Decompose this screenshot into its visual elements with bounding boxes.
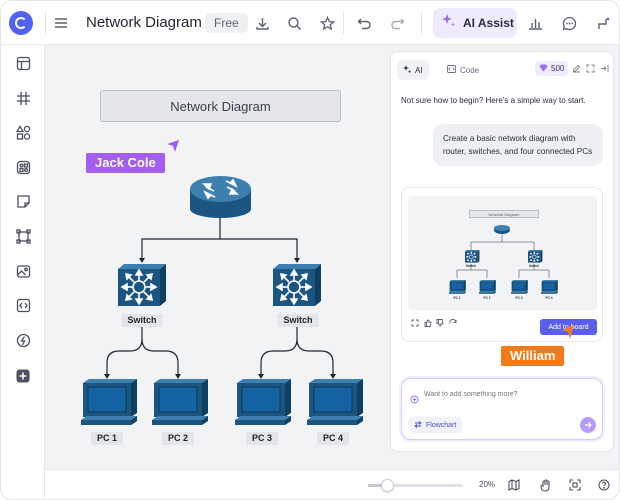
pc3-node[interactable] [234, 378, 292, 426]
download-icon[interactable] [251, 12, 273, 34]
preview-switch-label: Switch [465, 264, 477, 268]
preview-diagram [448, 225, 558, 294]
map-icon[interactable] [507, 478, 521, 492]
hand-icon[interactable] [539, 478, 553, 492]
collaborator-cursor-jack: Jack Cole [86, 153, 165, 173]
chat-icon[interactable] [558, 12, 580, 34]
menu-icon[interactable] [50, 12, 72, 34]
plan-badge: Free [205, 13, 248, 33]
credits-badge: 500 [535, 61, 569, 76]
zoom-slider-handle[interactable] [380, 479, 394, 492]
fit-screen-icon[interactable] [568, 478, 582, 492]
pc4-node[interactable] [306, 378, 364, 426]
preview-switch-label: Switch [528, 264, 540, 268]
app-logo-icon[interactable] [9, 11, 33, 35]
switch-left-label: Switch [121, 314, 163, 327]
preview-pc-label: PC 4 [545, 296, 553, 300]
edit-icon[interactable] [570, 62, 582, 74]
top-toolbar: Network Diagram Free AI Assist [1, 1, 619, 45]
star-icon[interactable] [316, 12, 338, 34]
divider [343, 12, 344, 34]
ai-assist-panel: AI Code 500 Not sure how to begin? Here'… [390, 51, 614, 452]
pc2-node[interactable] [151, 378, 209, 426]
zoom-slider-fill [368, 484, 387, 487]
sticky-note-icon[interactable] [13, 191, 33, 211]
image-frame-icon[interactable] [13, 226, 33, 246]
thumbs-down-icon[interactable] [435, 318, 445, 328]
jack-cursor-icon [167, 140, 179, 152]
tab-ai[interactable]: AI [397, 60, 429, 80]
components-icon[interactable] [13, 157, 33, 177]
generated-preview-card: Network Diagram Switch [401, 187, 603, 342]
pc3-label: PC 3 [245, 432, 279, 445]
zoom-slider[interactable] [368, 479, 463, 492]
intro-text: Not sure how to begin? Here's a simple w… [401, 96, 586, 105]
pc1-label: PC 1 [90, 432, 124, 445]
template-icon[interactable] [13, 53, 33, 73]
shapes-icon[interactable] [13, 122, 33, 142]
connector-lines [106, 215, 334, 374]
pc1-node[interactable] [80, 378, 138, 426]
divider [45, 12, 46, 34]
swap-icon [414, 420, 422, 430]
switch-left-node[interactable] [117, 263, 167, 307]
thumbs-up-icon[interactable] [423, 318, 433, 328]
plugin-icon[interactable] [13, 330, 33, 350]
arrowheads [104, 258, 336, 379]
chart-icon[interactable] [524, 12, 546, 34]
divider [421, 12, 422, 34]
regenerate-icon[interactable] [448, 318, 458, 328]
prompt-input-box[interactable]: Flowchart [401, 378, 603, 440]
credits-value: 500 [551, 64, 565, 73]
switch-right-label: Switch [277, 314, 319, 327]
router-node[interactable] [190, 176, 251, 218]
add-to-board-button[interactable]: Add to board [540, 319, 597, 335]
help-icon[interactable] [597, 478, 611, 492]
photo-icon[interactable] [13, 261, 33, 281]
flowchart-chip-label: Flowchart [426, 421, 457, 429]
william-cursor-icon [562, 325, 574, 339]
document-title[interactable]: Network Diagram [86, 14, 202, 31]
diagram-title-shape[interactable]: Network Diagram [100, 90, 341, 122]
ai-assist-label: AI Assist [463, 16, 514, 30]
add-icon[interactable] [13, 366, 33, 386]
prompt-input[interactable] [424, 391, 584, 398]
expand-icon[interactable] [584, 62, 596, 74]
send-button[interactable] [580, 417, 596, 433]
undo-icon[interactable] [353, 12, 375, 34]
switch-right-node[interactable] [272, 263, 322, 307]
preview-pc-label: PC 2 [483, 296, 491, 300]
diagram-preview[interactable]: Network Diagram Switch [408, 196, 597, 310]
preview-pc-label: PC 3 [515, 296, 523, 300]
collaborator-cursor-william: William [501, 346, 565, 366]
redo-icon[interactable] [386, 12, 408, 34]
frame-grid-icon[interactable] [13, 88, 33, 108]
flowchart-chip[interactable]: Flowchart [408, 417, 463, 433]
code-icon [447, 65, 456, 75]
sparkle-icon [441, 13, 457, 34]
pc2-label: PC 2 [161, 432, 195, 445]
connector-icon[interactable] [592, 12, 614, 34]
ai-assist-button[interactable]: AI Assist [433, 8, 517, 38]
left-toolbar [1, 45, 45, 499]
zoom-value: 20% [479, 480, 496, 489]
sparkle-icon [403, 65, 411, 75]
tab-code-label: Code [460, 65, 480, 75]
collapse-panel-icon[interactable] [598, 62, 610, 74]
pc4-label: PC 4 [316, 432, 350, 445]
code-block-icon[interactable] [13, 295, 33, 315]
ai-input-icon [410, 391, 419, 409]
search-icon[interactable] [283, 12, 305, 34]
user-prompt-bubble: Create a basic network diagram with rout… [433, 124, 603, 166]
tab-ai-label: AI [415, 65, 423, 75]
preview-pc-label: PC 1 [453, 296, 461, 300]
fullscreen-icon[interactable] [410, 318, 420, 328]
bottom-toolbar: 20% [45, 469, 619, 499]
gem-icon [539, 64, 548, 74]
tab-code[interactable]: Code [441, 60, 485, 80]
preview-title: Network Diagram [469, 210, 539, 218]
